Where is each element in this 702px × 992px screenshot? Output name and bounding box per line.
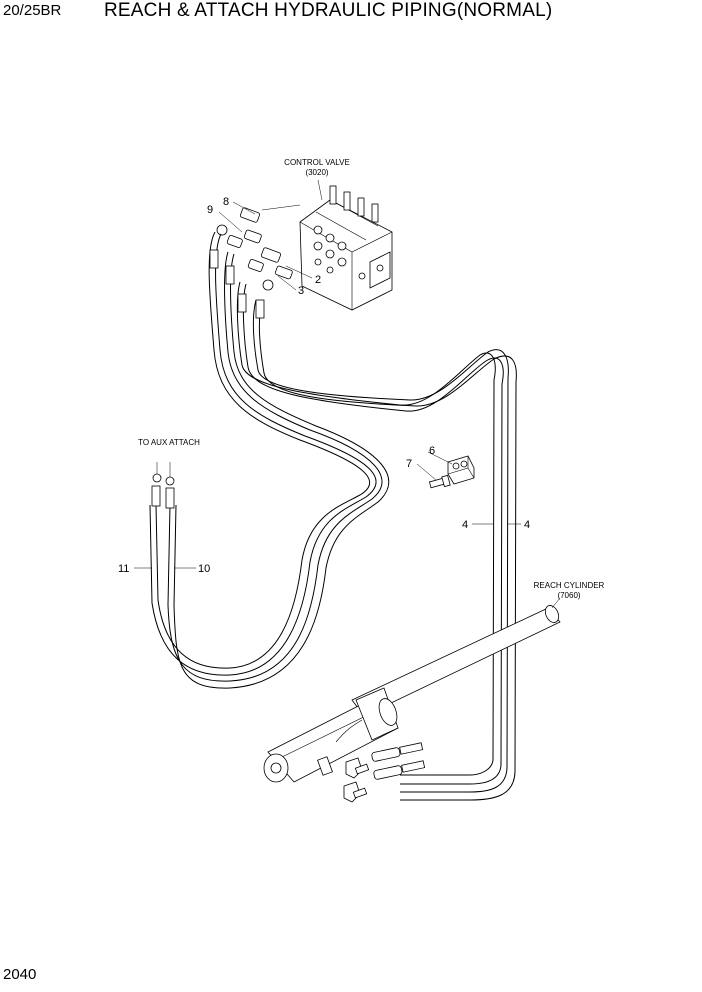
callout-6: 6	[429, 445, 435, 457]
callout-10: 10	[198, 563, 210, 575]
hose-clamp	[447, 455, 475, 485]
reach-cylinder-label: REACH CYLINDER	[534, 581, 605, 590]
control-valve	[299, 185, 393, 311]
callout-3: 3	[298, 285, 304, 297]
aux-attach-label: TO AUX ATTACH	[138, 438, 200, 447]
page-title: REACH & ATTACH HYDRAULIC PIPING(NORMAL)	[104, 0, 553, 21]
reach-cylinder-code: (7060)	[557, 591, 580, 600]
clamp-bolt	[428, 474, 451, 489]
hoses-reach-cylinder	[236, 281, 517, 801]
callout-9: 9	[207, 204, 213, 216]
leader-lines	[134, 179, 561, 609]
model-code: 20/25BR	[3, 2, 62, 19]
valve-fittings	[216, 207, 293, 291]
cylinder-elbow-fittings	[343, 757, 370, 803]
callout-4-right: 4	[524, 519, 530, 531]
page-number: 2040	[3, 966, 37, 983]
reach-cylinder	[263, 605, 561, 783]
control-valve-label: CONTROL VALVE	[284, 158, 350, 167]
callout-4-left: 4	[462, 519, 468, 531]
callout-7: 7	[406, 458, 412, 470]
control-valve-code: (3020)	[305, 168, 328, 177]
callout-11: 11	[118, 563, 129, 575]
callout-8: 8	[223, 196, 229, 208]
hoses-aux-attach	[149, 231, 390, 689]
callout-2: 2	[315, 274, 321, 286]
